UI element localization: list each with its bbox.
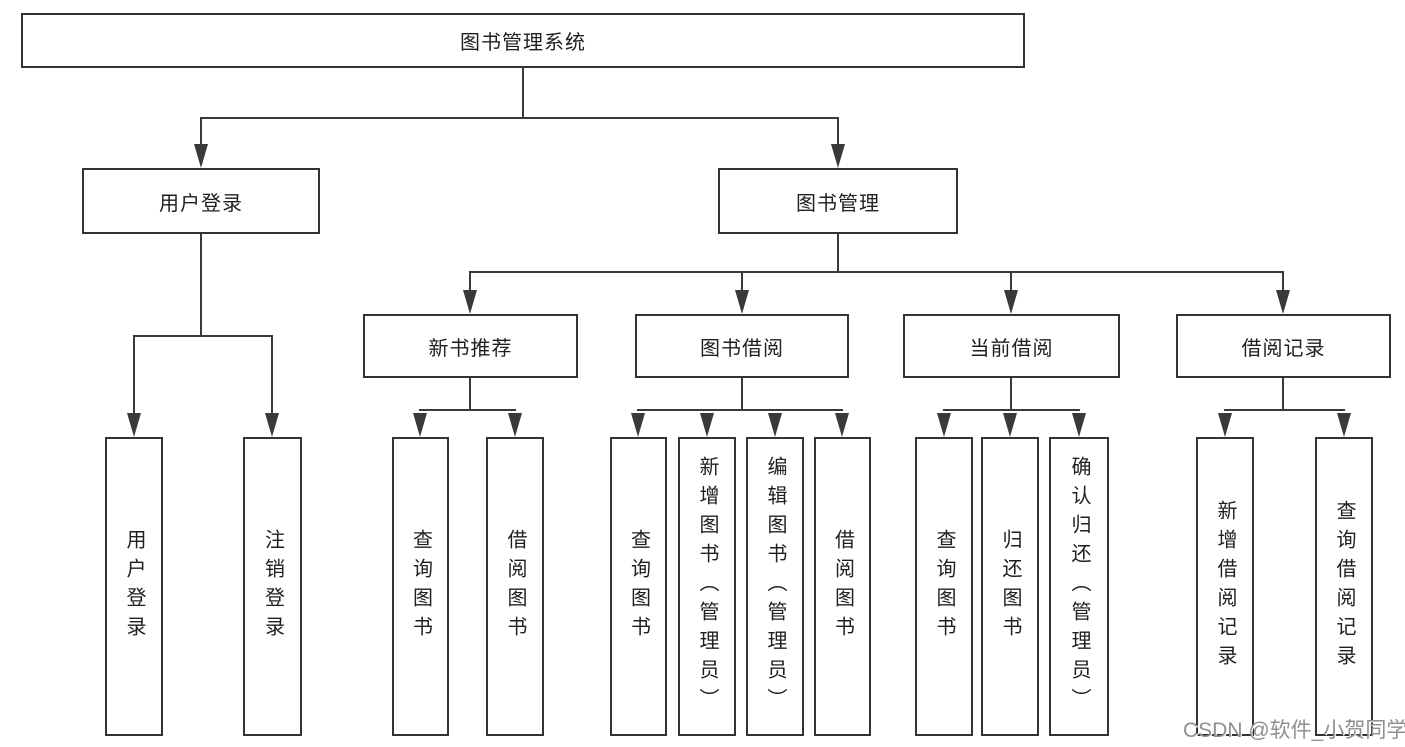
connector-line: [1010, 378, 1012, 411]
connector-line: [837, 117, 839, 147]
connector-line: [837, 234, 839, 273]
leaf-label: 注销登录: [261, 528, 284, 645]
leaf-confirm-return-admin: 确认归还（管理员）: [1049, 437, 1109, 736]
connector-line: [133, 335, 135, 415]
node-label: 借阅记录: [1241, 337, 1326, 360]
arrow-down: [631, 413, 645, 437]
leaf-label: 查询图书: [933, 528, 955, 645]
connector-line: [1282, 378, 1284, 411]
arrow-down: [463, 290, 477, 314]
leaf-query-books-borrowing: 查询图书: [610, 437, 667, 736]
connector-line: [522, 68, 524, 118]
connector-line: [1224, 409, 1345, 411]
connector-line: [741, 271, 743, 293]
leaf-user-login: 用户登录: [105, 437, 163, 736]
node-current-borrowing: 当前借阅: [903, 314, 1120, 378]
connector-line: [271, 335, 273, 415]
arrow-down: [700, 413, 714, 437]
arrow-down: [835, 413, 849, 437]
leaf-add-books-admin: 新增图书（管理员）: [678, 437, 736, 736]
connector-line: [943, 409, 1080, 411]
leaf-logout: 注销登录: [243, 437, 302, 736]
node-borrowing-records: 借阅记录: [1176, 314, 1391, 378]
csdn-watermark: CSDN @软件_小贺同学: [1183, 719, 1405, 742]
arrow-down: [265, 413, 279, 437]
leaf-query-books-current: 查询图书: [915, 437, 973, 736]
leaf-label: 借阅图书: [831, 528, 854, 645]
node-label: 当前借阅: [969, 337, 1054, 360]
arrow-down: [127, 413, 141, 437]
leaf-label: 借阅图书: [504, 528, 526, 645]
leaf-label: 查询借阅记录: [1333, 499, 1355, 674]
connector-line: [469, 271, 1284, 273]
leaf-query-books-recommend: 查询图书: [392, 437, 449, 736]
arrow-down: [768, 413, 782, 437]
connector-line: [200, 234, 202, 337]
arrow-down: [508, 413, 522, 437]
arrow-down: [194, 144, 208, 168]
leaf-label: 编辑图书（管理员）: [764, 456, 786, 717]
arrow-down: [831, 144, 845, 168]
connector-line: [1282, 271, 1284, 293]
node-user-login: 用户登录: [82, 168, 320, 234]
node-label: 图书管理系统: [460, 32, 586, 54]
arrow-down: [937, 413, 951, 437]
arrow-down: [1072, 413, 1086, 437]
connector-line: [419, 409, 516, 411]
node-book-management: 图书管理: [718, 168, 958, 234]
node-library-management-system: 图书管理系统: [21, 13, 1025, 68]
leaf-label: 确认归还（管理员）: [1068, 456, 1090, 717]
node-label: 新书推荐: [428, 337, 513, 360]
arrow-down: [1004, 290, 1018, 314]
connector-line: [637, 409, 843, 411]
connector-line: [1010, 271, 1012, 293]
arrow-down: [735, 290, 749, 314]
node-label: 图书借阅: [700, 337, 784, 360]
leaf-label: 新增图书（管理员）: [696, 456, 718, 717]
leaf-label: 新增借阅记录: [1214, 499, 1236, 674]
leaf-edit-books-admin: 编辑图书（管理员）: [746, 437, 804, 736]
arrow-down: [1337, 413, 1351, 437]
leaf-label: 归还图书: [999, 528, 1021, 645]
leaf-label: 查询图书: [627, 528, 650, 645]
leaf-label: 用户登录: [123, 528, 145, 645]
connector-line: [469, 271, 471, 293]
node-book-borrowing: 图书借阅: [635, 314, 849, 378]
leaf-add-borrow-record: 新增借阅记录: [1196, 437, 1254, 736]
leaf-query-borrow-record: 查询借阅记录: [1315, 437, 1373, 736]
connector-line: [200, 117, 202, 147]
arrow-down: [1218, 413, 1232, 437]
node-label: 用户登录: [159, 192, 243, 215]
leaf-borrow-books: 借阅图书: [814, 437, 871, 736]
connector-line: [133, 335, 273, 337]
arrow-down: [1276, 290, 1290, 314]
leaf-label: 查询图书: [409, 528, 432, 645]
leaf-borrow-books-recommend: 借阅图书: [486, 437, 544, 736]
connector-line: [469, 378, 471, 411]
node-label: 图书管理: [796, 192, 880, 215]
connector-line: [741, 378, 743, 411]
node-new-book-recommendation: 新书推荐: [363, 314, 578, 378]
connector-line: [200, 117, 839, 119]
leaf-return-books: 归还图书: [981, 437, 1039, 736]
arrow-down: [1003, 413, 1017, 437]
arrow-down: [413, 413, 427, 437]
